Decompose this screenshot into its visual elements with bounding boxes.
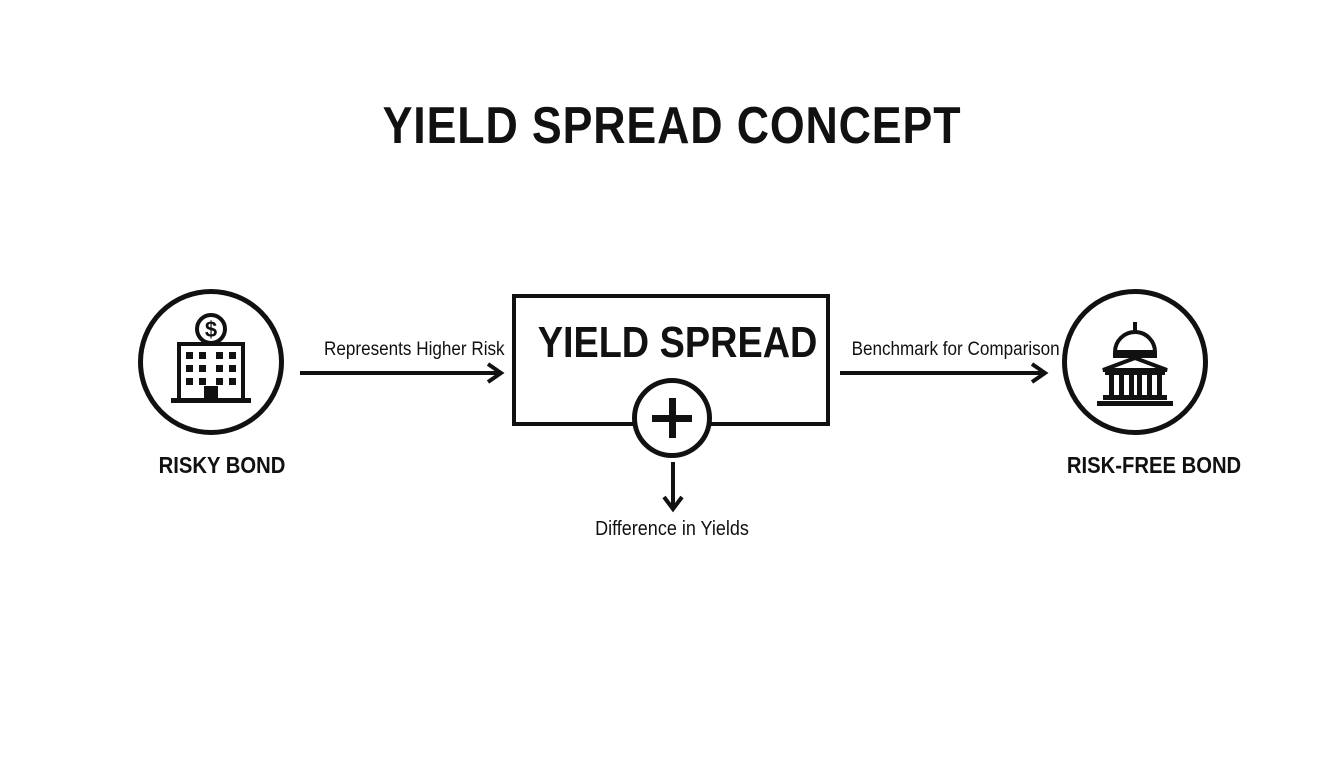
svg-text:$: $ [205,317,217,342]
diagram-title: YIELD SPREAD CONCEPT [382,97,962,155]
down-arrow [662,462,684,513]
risky-bond-node: $ [138,289,284,435]
office-building-dollar-icon: $ [171,313,251,403]
risky-bond-label: RISKY BOND [158,452,286,478]
risk-free-bond-node [1062,289,1208,435]
left-arrow [300,362,505,384]
right-edge-label: Benchmark for Comparison [851,339,1060,360]
plus-icon [632,378,712,458]
difference-label: Difference in Yields [595,518,749,540]
risk-free-bond-label: RISK-FREE BOND [1066,452,1242,478]
left-edge-label: Represents Higher Risk [324,339,505,360]
right-arrow [840,362,1049,384]
government-building-icon [1097,322,1173,406]
yield-spread-label: YIELD SPREAD [537,318,818,367]
